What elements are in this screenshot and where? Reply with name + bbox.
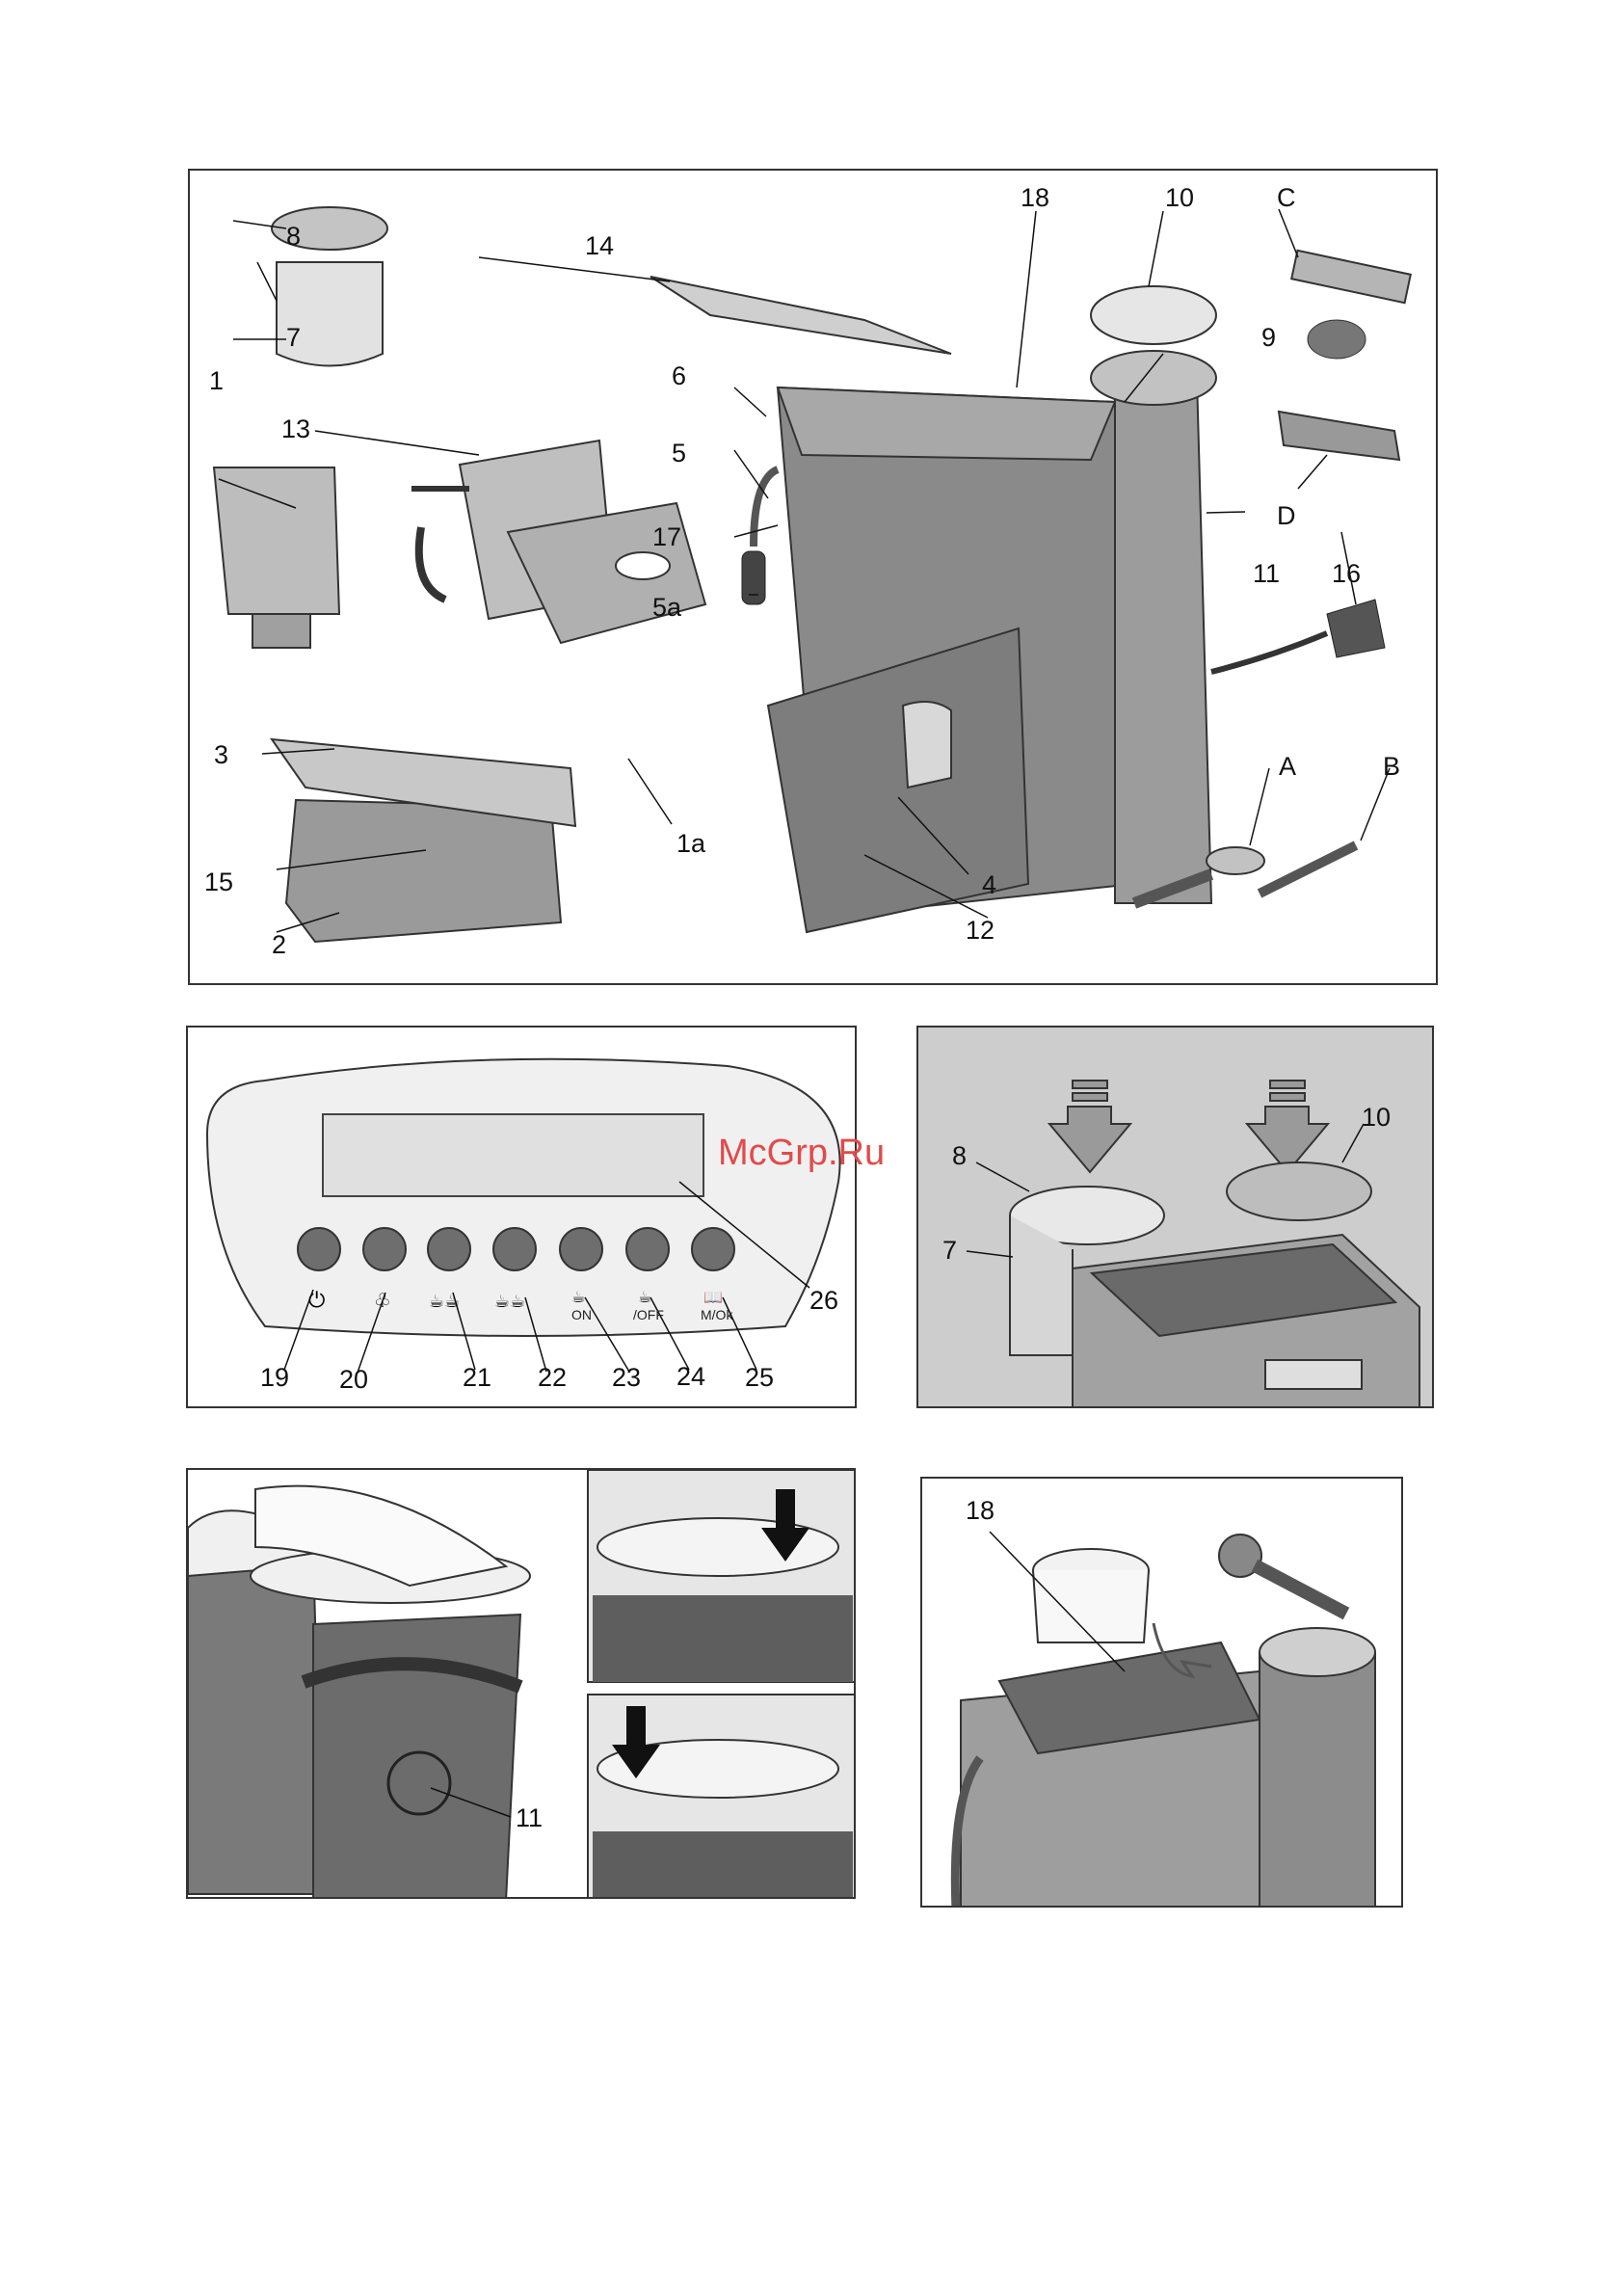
svg-text:☕: ☕ xyxy=(638,1288,651,1306)
dispenser xyxy=(903,702,951,788)
button-24 xyxy=(626,1228,669,1270)
watermark: McGrp.Ru xyxy=(718,1133,885,1174)
callout-18: 18 xyxy=(966,1498,995,1524)
grinder-adjust-illustration xyxy=(188,1470,856,1899)
svg-text:⏻: ⏻ xyxy=(308,1289,325,1313)
callout-8: 8 xyxy=(286,224,301,250)
button-23 xyxy=(560,1228,602,1270)
overview-illustration xyxy=(190,171,1438,985)
callout-16: 16 xyxy=(1332,561,1361,587)
callout-15: 15 xyxy=(204,869,233,895)
cup-tray xyxy=(650,277,951,354)
powder-fill-figure: 18 xyxy=(920,1477,1403,1908)
callout-24: 24 xyxy=(676,1364,705,1390)
button-20 xyxy=(363,1228,406,1270)
hopper-lid xyxy=(1091,286,1216,344)
callout-18: 18 xyxy=(1021,185,1049,211)
svg-text:♧: ♧ xyxy=(374,1289,391,1312)
button-21 xyxy=(428,1228,470,1270)
svg-text:☕☕: ☕☕ xyxy=(494,1292,525,1312)
power-cord xyxy=(1211,633,1327,672)
callout-13: 13 xyxy=(281,416,310,442)
fill-beans-illustration xyxy=(918,1028,1434,1408)
powder-fill-illustration xyxy=(922,1479,1403,1908)
callout-23: 23 xyxy=(612,1365,641,1391)
callout-19: 19 xyxy=(260,1365,289,1391)
callout-26: 26 xyxy=(809,1288,838,1314)
callout-2: 2 xyxy=(272,932,286,958)
control-panel-figure: ⏻ ♧ ☕☕ ☕☕ ☕ ☕ 📖 ON /OFF M/Ok 19 20 21 22… xyxy=(186,1026,857,1408)
button-23-symbol: ON xyxy=(571,1307,592,1322)
callout-11: 11 xyxy=(516,1805,543,1831)
button-25 xyxy=(692,1228,734,1270)
svg-text:📖: 📖 xyxy=(703,1288,723,1306)
overview-panel: 8 7 1 13 14 6 5 17 5a 3 15 2 1a 4 12 18 … xyxy=(188,169,1438,985)
callout-7: 7 xyxy=(286,325,301,351)
callout-17: 17 xyxy=(652,524,681,550)
button-25-symbol: M/Ok xyxy=(701,1307,732,1322)
button-19 xyxy=(298,1228,340,1270)
callout-22: 22 xyxy=(538,1365,567,1391)
callout-21: 21 xyxy=(463,1365,491,1391)
callout-C: C xyxy=(1277,185,1296,211)
callout-4: 4 xyxy=(982,872,996,898)
callout-12: 12 xyxy=(966,918,995,944)
callout-5a: 5a xyxy=(652,595,681,621)
callout-11: 11 xyxy=(1253,561,1280,587)
callout-7: 7 xyxy=(942,1238,957,1264)
callout-1: 1 xyxy=(209,368,224,394)
fill-beans-figure: 8 7 10 xyxy=(916,1026,1434,1408)
svg-text:☕☕: ☕☕ xyxy=(429,1292,460,1312)
callout-3: 3 xyxy=(214,742,228,768)
drip-tray xyxy=(286,800,561,942)
button-22 xyxy=(493,1228,536,1270)
grinder-adjust-figure: 11 xyxy=(186,1468,856,1899)
callout-8: 8 xyxy=(952,1143,967,1169)
water-container xyxy=(214,467,339,614)
callout-10: 10 xyxy=(1165,185,1194,211)
callout-20: 20 xyxy=(339,1367,368,1393)
steam-wand xyxy=(754,469,778,547)
control-panel-illustration: ⏻ ♧ ☕☕ ☕☕ ☕ ☕ 📖 xyxy=(188,1028,857,1408)
callout-6: 6 xyxy=(672,363,686,389)
grinder-column xyxy=(1115,378,1211,903)
callout-5: 5 xyxy=(672,441,686,467)
svg-text:☕: ☕ xyxy=(571,1288,585,1306)
callout-1a: 1a xyxy=(676,831,705,857)
callout-25: 25 xyxy=(745,1365,774,1391)
callout-14: 14 xyxy=(585,233,614,259)
callout-B: B xyxy=(1383,754,1400,780)
callout-10: 10 xyxy=(1362,1105,1391,1131)
display xyxy=(323,1114,703,1196)
button-24-symbol: /OFF xyxy=(633,1307,664,1322)
callout-D: D xyxy=(1277,503,1296,529)
callout-A: A xyxy=(1279,754,1296,780)
callout-9: 9 xyxy=(1261,325,1276,351)
